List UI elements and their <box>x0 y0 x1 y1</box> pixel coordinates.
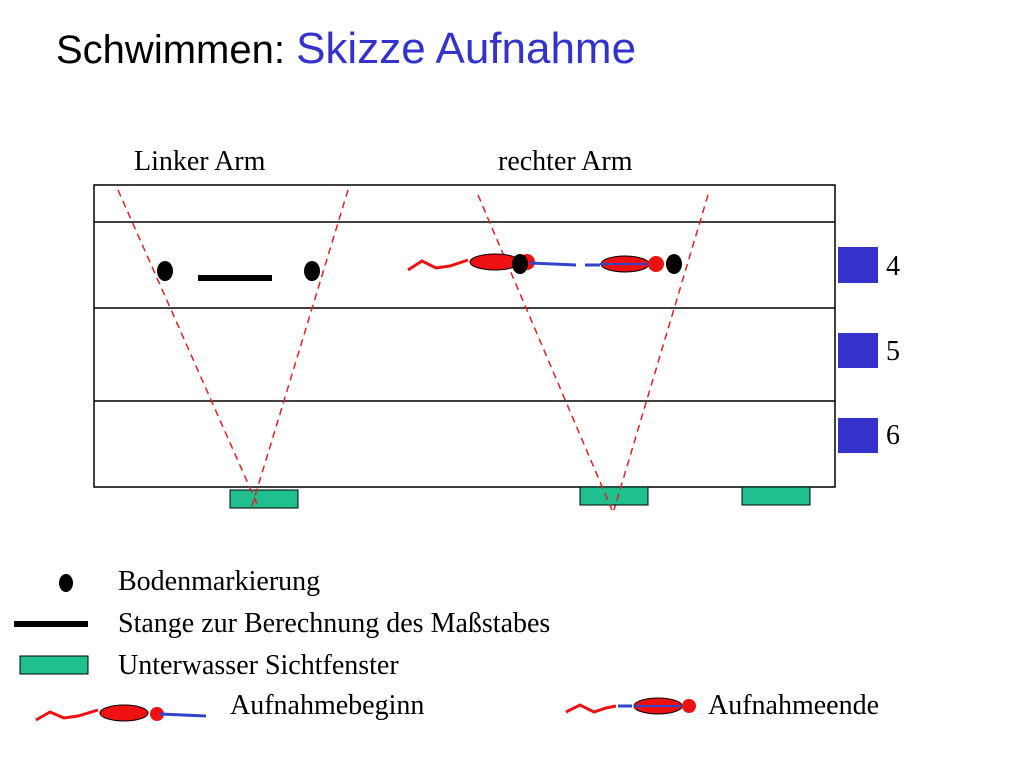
legend-start-legs <box>35 708 99 722</box>
underwater-window-2 <box>579 486 649 506</box>
floor-marker <box>512 254 528 274</box>
legend-end-head <box>682 699 696 713</box>
camera-view-line <box>477 194 613 511</box>
legend-start-arm <box>159 712 207 718</box>
floor-marker <box>157 261 173 281</box>
legend-start-body <box>99 704 149 722</box>
camera-view-line <box>251 189 349 507</box>
legend-text-fenster: Unterwasser Sichtfenster <box>118 650 399 681</box>
legend-text-bodenmarkierung: Bodenmarkierung <box>118 566 321 597</box>
label-right-arm: rechter Arm <box>498 146 633 177</box>
page-title: Schwimmen: Skizze Aufnahme <box>56 24 636 74</box>
underwater-window-3 <box>741 486 811 506</box>
legend-text-beginn: Aufnahmebeginn <box>230 690 425 721</box>
legend-end-legs <box>565 703 617 714</box>
swimmer-head <box>648 256 664 272</box>
lane-marker-4 <box>838 247 878 283</box>
swimmer-arm <box>529 261 577 267</box>
lane-label-5: 5 <box>886 336 900 367</box>
legend-floor-marker <box>59 574 73 592</box>
lane-label-4: 4 <box>886 251 900 282</box>
lane-label-6: 6 <box>886 420 900 451</box>
legend-start-head <box>150 707 164 721</box>
title-main: Skizze Aufnahme <box>296 24 637 73</box>
camera-view-line <box>613 194 709 511</box>
underwater-window-1 <box>229 489 299 509</box>
title-prefix: Schwimmen: <box>56 28 285 72</box>
lane-marker-5 <box>838 333 878 368</box>
floor-marker <box>666 254 682 274</box>
camera-view-line <box>117 189 259 507</box>
pool-outline <box>93 184 836 488</box>
lane-marker-6 <box>838 418 878 453</box>
label-left-arm: Linker Arm <box>134 146 266 177</box>
legend-window <box>19 655 89 675</box>
swimmer-legs <box>407 258 469 272</box>
legend-text-stange: Stange zur Berechnung des Maßstabes <box>118 608 551 639</box>
legend-text-ende: Aufnahmeende <box>708 690 880 721</box>
floor-marker <box>304 261 320 281</box>
